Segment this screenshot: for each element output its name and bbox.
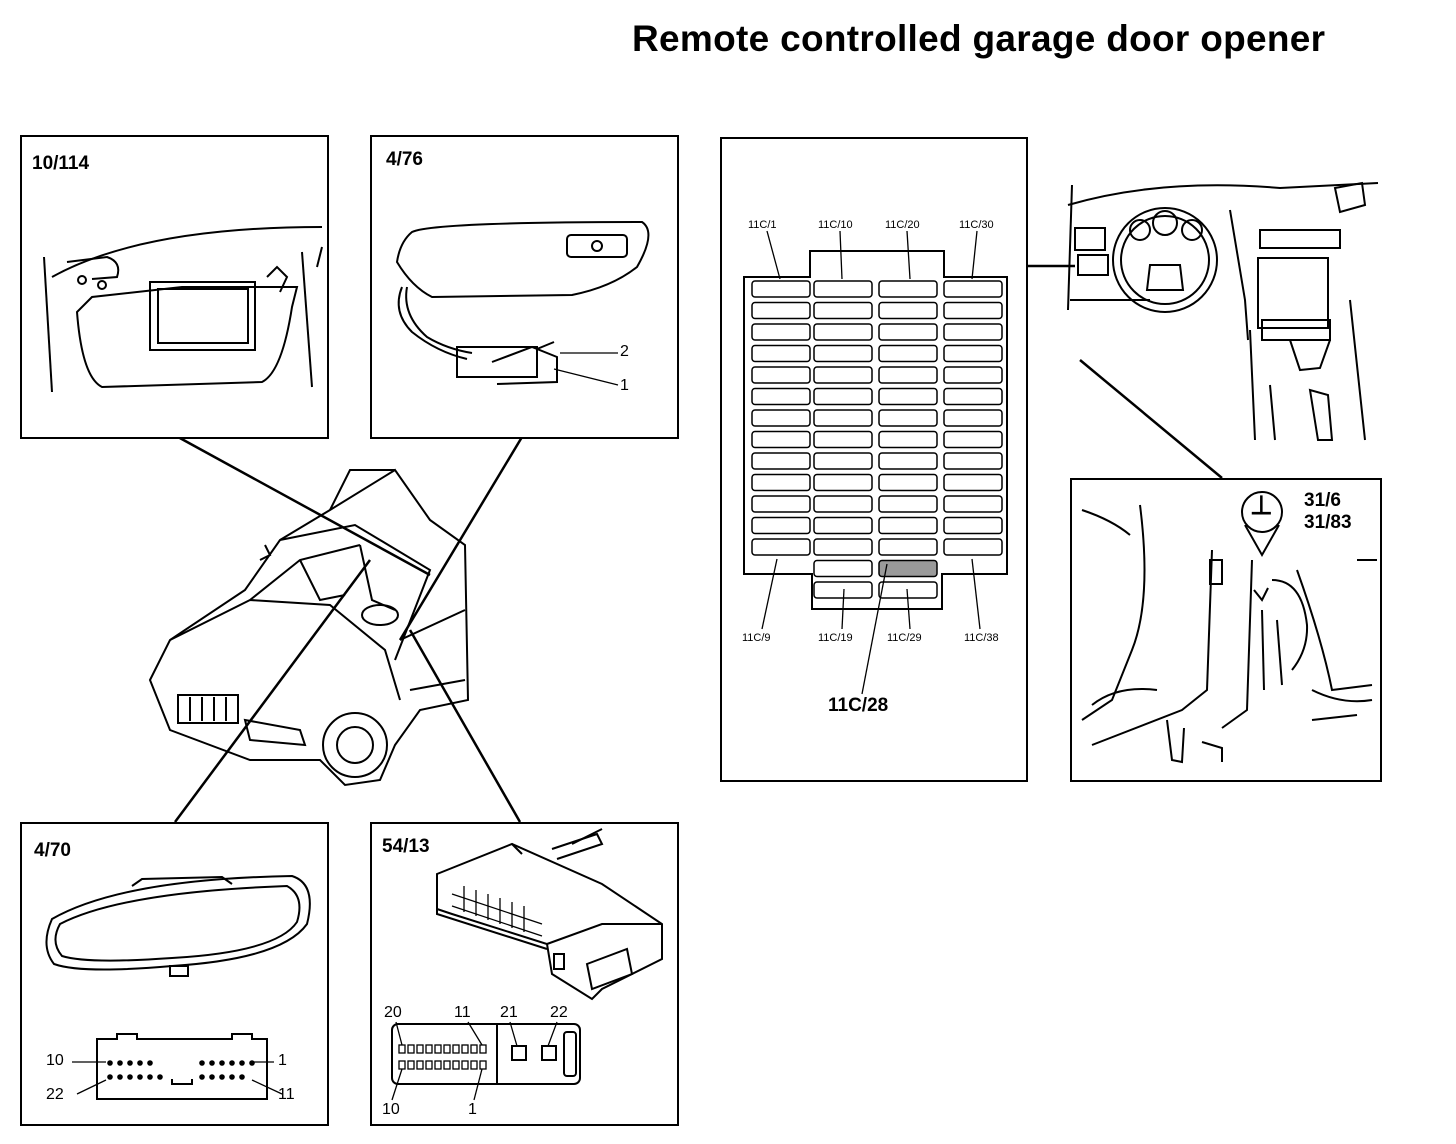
- fuse-label-11c-28: 11C/28: [828, 695, 889, 716]
- fuse-slot: [878, 495, 938, 513]
- fuse-slot: [751, 323, 811, 341]
- fuse-slot: [878, 323, 938, 341]
- fuse-slot: [813, 366, 873, 384]
- fuse-slot: [751, 387, 811, 406]
- fuse-slot: [878, 344, 938, 363]
- fuse-slot: [943, 538, 1003, 556]
- fuse-slot: [878, 516, 938, 535]
- fuse-slot: [751, 495, 811, 513]
- fuse-slot: [878, 387, 938, 406]
- multi-pin-connector-drawing: [391, 828, 663, 1101]
- ground-label-31-6: 31/6: [1304, 490, 1341, 511]
- fuse-slot: [751, 301, 811, 320]
- fuse-slot: [813, 280, 873, 298]
- connector-pin-10: 10: [382, 1101, 400, 1118]
- fuse-slot: [943, 516, 1003, 535]
- rearview-mirror-drawing: [45, 874, 311, 1100]
- fuse-slot: [943, 387, 1003, 406]
- fuse-slot: [813, 430, 873, 449]
- fuse-slot: [751, 538, 811, 556]
- fuse-slot: [751, 473, 811, 492]
- fuse-slot: [943, 430, 1003, 449]
- fuse-slot: [813, 516, 873, 535]
- fuse-slot: [878, 280, 938, 298]
- fuse-slot: [813, 323, 873, 341]
- fuse-slot: [878, 430, 938, 449]
- fuse-slot: [751, 516, 811, 535]
- fuse-grid: [743, 230, 1008, 695]
- ground-label-31-83: 31/83: [1304, 512, 1352, 533]
- fuse-slot: [943, 323, 1003, 341]
- fuse-slot: [813, 387, 873, 406]
- fuse-slot: [813, 495, 873, 513]
- fuse-label-11c-1: 11C/1: [748, 219, 777, 231]
- fuse-slot: [878, 366, 938, 384]
- mirror-panel: 4/70 10 1 22 11: [20, 822, 329, 1126]
- fuse-slot: [751, 409, 811, 427]
- mirror-label: 4/70: [34, 840, 71, 861]
- fuse-slot: [813, 344, 873, 363]
- mirror-pin-10: 10: [46, 1052, 64, 1069]
- fuse-slot: [943, 344, 1003, 363]
- fuse-label-11c-38: 11C/38: [964, 632, 999, 644]
- mirror-pin-1: 1: [278, 1052, 287, 1069]
- fuse-slot: [813, 452, 873, 470]
- visor-connector-drawing: [395, 220, 650, 386]
- callout-2: 2: [620, 343, 629, 360]
- fuse-label-11c-9: 11C/9: [742, 632, 771, 644]
- fuse-slot: [751, 280, 811, 298]
- visor-right-panel: 4/76 2 1: [370, 135, 679, 439]
- fuse-label-11c-29: 11C/29: [887, 632, 922, 644]
- connector-pin-21: 21: [500, 1004, 518, 1021]
- fuse-slot: [943, 366, 1003, 384]
- fusebox-panel: 11C/1 11C/10 11C/20 11C/30 11C/9 11C/19 …: [720, 137, 1028, 782]
- fuse-slot: [943, 301, 1003, 320]
- mirror-pin-11: 11: [278, 1086, 295, 1103]
- ground-symbol-icon: ⊥: [1250, 490, 1273, 520]
- fuse-slot: [878, 409, 938, 427]
- fuse-slot: [751, 366, 811, 384]
- connector-pin-22: 22: [550, 1004, 568, 1021]
- connector-pin-11: 11: [454, 1004, 471, 1021]
- fuse-slot: [813, 409, 873, 427]
- fuse-slot: [878, 301, 938, 320]
- mirror-pin-22: 22: [46, 1086, 64, 1103]
- fuse-label-11c-10: 11C/10: [818, 219, 853, 231]
- fuse-slot: [751, 430, 811, 449]
- fuse-slot: [878, 473, 938, 492]
- fuse-slot: [813, 538, 873, 556]
- fuse-slot: [878, 538, 938, 556]
- sun-visor-drawing: [43, 226, 323, 393]
- fuse-slot: [943, 280, 1003, 298]
- fuse-slot: [813, 473, 873, 492]
- fuse-slot: [943, 473, 1003, 492]
- fuse-slot: [813, 559, 873, 578]
- fuse-slot: [943, 409, 1003, 427]
- visor-left-label: 10/114: [32, 153, 90, 174]
- callout-1: 1: [620, 377, 629, 394]
- connector-label: 54/13: [382, 836, 430, 857]
- fuse-slot: [751, 452, 811, 470]
- fuse-label-11c-20: 11C/20: [885, 219, 920, 231]
- fuse-slot: [751, 344, 811, 363]
- fuse-slot: [813, 301, 873, 320]
- visor-left-panel: 10/114: [20, 135, 329, 439]
- ground-panel: 31/6 31/83 ⊥: [1070, 478, 1382, 782]
- page-title: Remote controlled garage door opener: [632, 18, 1326, 59]
- connector-pin-20: 20: [384, 1004, 402, 1021]
- fuse-slot: [878, 452, 938, 470]
- fuse-slot: [943, 452, 1003, 470]
- connector-panel: 54/13: [370, 822, 679, 1126]
- fuse-label-11c-30: 11C/30: [959, 219, 994, 231]
- ground-point-drawing: [1081, 491, 1377, 764]
- fuse-label-11c-19: 11C/19: [818, 632, 853, 644]
- connector-pin-1: 1: [468, 1101, 477, 1118]
- fuse-11c-28-highlight: [878, 559, 938, 578]
- visor-right-label: 4/76: [386, 149, 423, 170]
- fuse-slot: [943, 495, 1003, 513]
